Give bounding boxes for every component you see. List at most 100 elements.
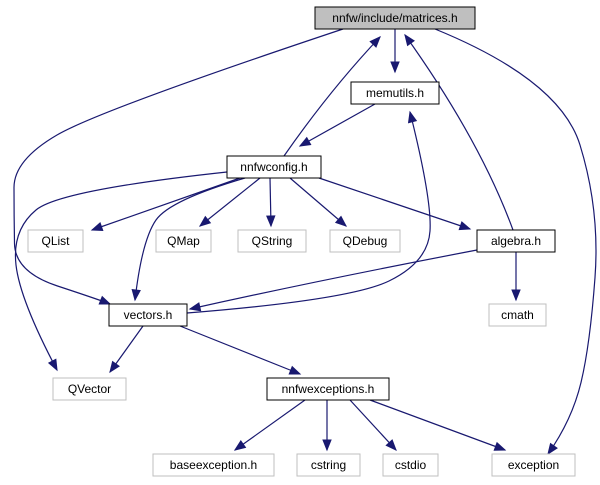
arrowhead-icon bbox=[322, 439, 332, 452]
edge-vectors-to-nnfwexceptions bbox=[179, 325, 302, 375]
node-label: nnfw/include/matrices.h bbox=[332, 11, 457, 25]
edge-line bbox=[404, 34, 514, 231]
edge-line bbox=[186, 111, 431, 314]
node-box bbox=[226, 155, 322, 179]
node-qmap: QMap bbox=[155, 229, 212, 253]
arrowhead-icon bbox=[511, 289, 521, 302]
edge-nnfwconfig-to-vectors bbox=[131, 177, 246, 302]
edge-nnfwconfig-to-algebra bbox=[318, 177, 472, 231]
arrowhead-icon bbox=[404, 33, 415, 47]
edge-nnfwconfig-to-qvector bbox=[14, 171, 228, 372]
edge-nnfwexceptions-to-cstring bbox=[322, 400, 332, 452]
node-matrices[interactable]: nnfw/include/matrices.h bbox=[314, 6, 476, 30]
edge-nnfwexceptions-to-exception bbox=[369, 399, 507, 451]
node-label: exception bbox=[508, 458, 559, 472]
edge-matrices-to-exception bbox=[434, 28, 597, 456]
node-qlist: QList bbox=[27, 229, 84, 253]
arrowhead-icon bbox=[266, 215, 276, 228]
node-label: QVector bbox=[68, 382, 111, 396]
arrowhead-icon bbox=[288, 365, 302, 375]
node-label: QMap bbox=[167, 234, 200, 248]
edge-line bbox=[434, 28, 597, 455]
node-label: QString bbox=[252, 234, 293, 248]
arrowhead-icon bbox=[369, 36, 381, 48]
node-label: cmath bbox=[501, 308, 534, 322]
node-cstring: cstring bbox=[296, 453, 361, 477]
node-algebra[interactable]: algebra.h bbox=[476, 229, 556, 253]
arrowhead-icon bbox=[109, 360, 120, 374]
node-label: vectors.h bbox=[124, 308, 173, 322]
node-box bbox=[491, 453, 576, 477]
arrowhead-icon bbox=[198, 215, 212, 227]
node-box bbox=[52, 377, 127, 401]
node-nnfwexceptions[interactable]: nnfwexceptions.h bbox=[266, 377, 390, 401]
edge-nnfwconfig-to-qdebug bbox=[289, 177, 348, 227]
edge-line bbox=[179, 325, 301, 375]
node-box bbox=[350, 81, 440, 105]
arrowhead-icon bbox=[47, 358, 58, 372]
node-memutils[interactable]: memutils.h bbox=[350, 81, 440, 105]
arrowhead-icon bbox=[233, 440, 247, 451]
arrowhead-icon bbox=[385, 439, 397, 451]
node-cmath: cmath bbox=[488, 303, 547, 327]
edge-line bbox=[289, 177, 347, 227]
arrowhead-icon bbox=[493, 441, 507, 451]
edge-nnfwexceptions-to-cstdio bbox=[349, 399, 397, 451]
edge-nnfwconfig-to-matrices bbox=[283, 36, 381, 157]
node-box bbox=[27, 229, 84, 253]
edge-line bbox=[349, 399, 397, 451]
node-label: QDebug bbox=[343, 234, 388, 248]
node-box bbox=[382, 453, 439, 477]
edge-matrices-to-vectors bbox=[13, 28, 344, 305]
edge-line bbox=[318, 177, 471, 230]
node-label: nnfwexceptions.h bbox=[282, 382, 375, 396]
arrowhead-icon bbox=[334, 215, 348, 227]
edge-vectors-to-memutils bbox=[186, 110, 431, 314]
node-box bbox=[314, 6, 476, 30]
edge-nnfwconfig-to-qlist bbox=[90, 177, 241, 231]
arrowhead-icon bbox=[547, 442, 558, 456]
arrowhead-icon bbox=[131, 289, 141, 302]
edge-line bbox=[234, 399, 306, 451]
node-box bbox=[476, 229, 556, 253]
edge-nnfwexceptions-to-baseexception bbox=[233, 399, 306, 451]
node-box bbox=[152, 453, 275, 477]
edge-algebra-to-vectors bbox=[188, 249, 478, 312]
node-box bbox=[329, 229, 401, 253]
edge-line bbox=[134, 177, 246, 301]
nodes-layer: nnfw/include/matrices.h memutils.h nnfwcon… bbox=[27, 6, 576, 477]
node-label: memutils.h bbox=[366, 86, 424, 100]
node-qstring: QString bbox=[237, 229, 307, 253]
node-vectors[interactable]: vectors.h bbox=[108, 303, 188, 327]
node-baseexception: baseexception.h bbox=[152, 453, 275, 477]
edge-line bbox=[189, 249, 478, 310]
node-label: cstring bbox=[311, 458, 346, 472]
node-cstdio: cstdio bbox=[382, 453, 439, 477]
edge-algebra-to-matrices bbox=[404, 33, 514, 231]
node-label: cstdio bbox=[395, 458, 427, 472]
edge-matrices-to-memutils bbox=[390, 29, 400, 74]
edge-vectors-to-qvector bbox=[109, 325, 144, 374]
edge-line bbox=[369, 399, 506, 451]
node-box bbox=[155, 229, 212, 253]
node-box bbox=[237, 229, 307, 253]
node-label: QList bbox=[41, 234, 70, 248]
node-qvector: QVector bbox=[52, 377, 127, 401]
node-nnfwconfig[interactable]: nnfwconfig.h bbox=[226, 155, 322, 179]
edge-line bbox=[91, 177, 241, 231]
edge-line bbox=[299, 103, 376, 147]
node-box bbox=[488, 303, 547, 327]
edge-memutils-to-nnfwconfig bbox=[298, 103, 376, 147]
arrowhead-icon bbox=[90, 222, 104, 231]
arrowhead-icon bbox=[98, 295, 112, 305]
arrowhead-icon bbox=[188, 302, 202, 312]
edge-line bbox=[14, 171, 228, 371]
node-box bbox=[296, 453, 361, 477]
edges-layer bbox=[13, 28, 597, 456]
node-qdebug: QDebug bbox=[329, 229, 401, 253]
node-box bbox=[266, 377, 390, 401]
edge-line bbox=[199, 177, 261, 227]
node-box bbox=[108, 303, 188, 327]
arrowhead-icon bbox=[458, 221, 472, 231]
